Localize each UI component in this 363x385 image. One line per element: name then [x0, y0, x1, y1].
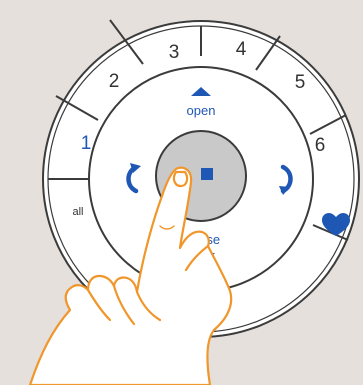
channel-button-2[interactable]: 2	[109, 71, 120, 92]
channel-label-1: 1	[81, 133, 92, 154]
channel-button-5[interactable]: 5	[295, 72, 306, 93]
channel-button-1[interactable]: 1	[81, 133, 92, 154]
channel-label-2: 2	[109, 71, 120, 92]
open-label: open	[187, 103, 216, 118]
channel-label-6: 6	[315, 135, 326, 156]
channel-button-6[interactable]: 6	[315, 135, 326, 156]
channel-label-3: 3	[169, 42, 180, 63]
channel-button-4[interactable]: 4	[236, 39, 247, 60]
channel-label-5: 5	[295, 72, 306, 93]
all-label: all	[72, 206, 83, 218]
all-button[interactable]: all	[72, 206, 83, 218]
stop-square-icon	[201, 168, 213, 180]
channel-button-3[interactable]: 3	[169, 42, 180, 63]
channel-label-4: 4	[236, 39, 247, 60]
